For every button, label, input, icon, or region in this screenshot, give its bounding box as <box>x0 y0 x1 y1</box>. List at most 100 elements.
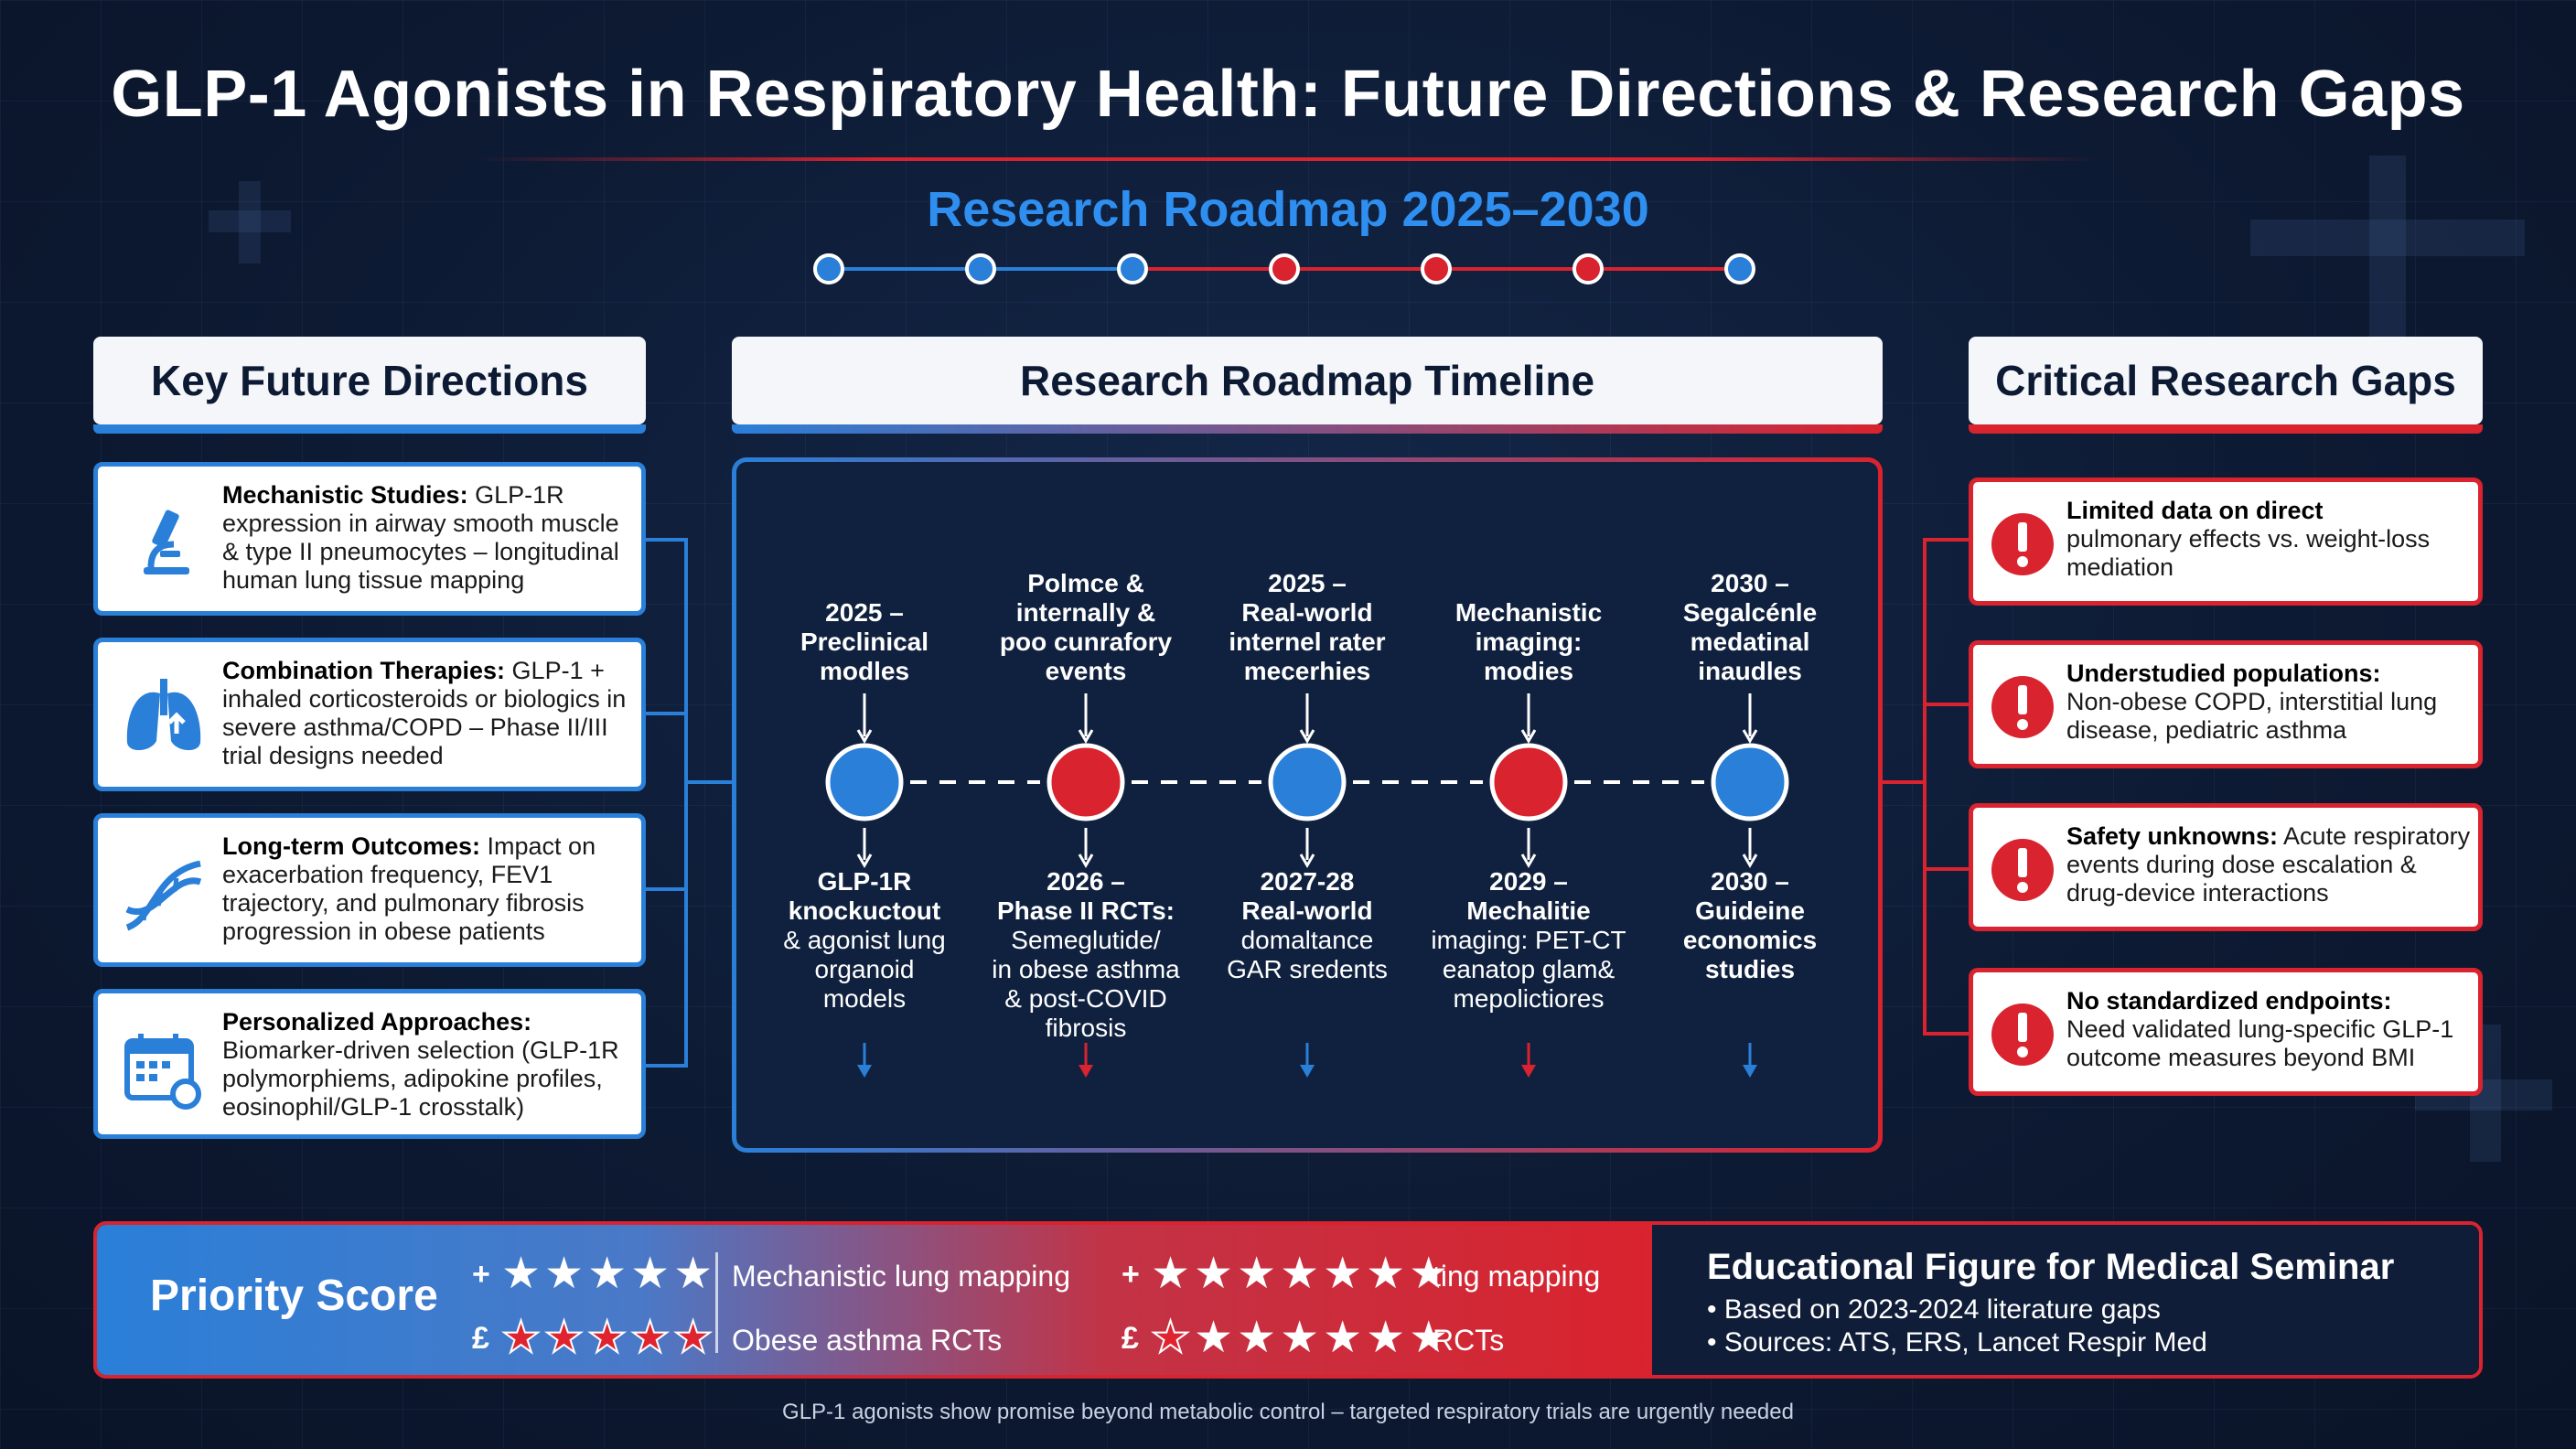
star-icon: ★ <box>543 1314 585 1362</box>
timeline-label-line: modles <box>819 657 910 685</box>
timeline-label-line: medatinal <box>1690 628 1810 656</box>
timeline-label-line: 2030 – <box>1711 867 1789 896</box>
priority-item-label: Mechanistic lung mapping <box>732 1260 1070 1293</box>
star-icon: ★ <box>544 1250 585 1298</box>
star-icon: ★ <box>1150 1314 1191 1362</box>
timeline-tail-arrowhead <box>1079 1065 1093 1078</box>
timeline-milestone <box>1046 743 1125 821</box>
timeline-label-line: Mechanistic <box>1454 598 1603 627</box>
timeline-label-line: knockuctout <box>788 896 941 925</box>
star-icon: ★ <box>587 1250 628 1298</box>
education-bullet: • Sources: ATS, ERS, Lancet Respir Med <box>1707 1327 2207 1358</box>
star-icon: ★ <box>629 1314 671 1362</box>
timeline-milestone <box>1711 743 1789 821</box>
star-icon: ★ <box>630 1250 671 1298</box>
timeline-arrowhead <box>1078 853 1094 868</box>
timeline-label-line: poo cunrafory <box>999 628 1173 656</box>
star-rating: +★★★★★ <box>472 1252 716 1296</box>
star-icon: ★ <box>673 1250 714 1298</box>
alert-icon <box>1991 513 2054 575</box>
timeline-label-line: 2027-28 <box>1260 867 1355 896</box>
star-prefix: + <box>1122 1256 1140 1292</box>
star-icon: ★ <box>1409 1314 1449 1362</box>
star-icon: ★ <box>1194 1314 1234 1362</box>
direction-text: Mechanistic Studies: GLP-1R expression i… <box>222 481 619 594</box>
gap-card-populations: Understudied populations:Non-obese COPD,… <box>1969 640 2483 768</box>
timeline-label-line: models <box>822 984 907 1013</box>
star-icon: ★ <box>1280 1250 1320 1298</box>
dna-icon <box>125 860 202 931</box>
timeline-label-line: Real-world <box>1241 598 1373 627</box>
star-rating: £★★★★★★★ <box>1122 1314 1452 1362</box>
decorative-plus <box>209 210 291 232</box>
education-title: Educational Figure for Medical Seminar <box>1707 1247 2395 1287</box>
timeline-label-line: 2029 – <box>1489 867 1568 896</box>
timeline-tail-arrowhead <box>1300 1065 1315 1078</box>
timeline-label-line: Segalcénle <box>1682 598 1818 627</box>
direction-text: Combination Therapies: GLP-1 + inhaled c… <box>222 657 627 769</box>
timeline-label-line: Semeglutide/ <box>1011 926 1161 954</box>
timeline-label-line: domaltance <box>1240 926 1374 954</box>
alert-icon <box>1991 1004 2054 1066</box>
priority-item-label: RCTs <box>1433 1324 1505 1357</box>
calendar-icon <box>124 1034 201 1110</box>
timeline-arrowhead <box>1078 729 1094 744</box>
roadmap-progress-track <box>813 253 1755 284</box>
timeline-label-line: Phase II RCTs: <box>997 896 1175 925</box>
gap-text: Understudied populations:Non-obese COPD,… <box>2066 660 2438 744</box>
timeline-label-line: in obese asthma <box>992 955 1180 983</box>
timeline-label-line: Preclinical <box>800 628 929 656</box>
timeline-arrowhead <box>1742 729 1758 744</box>
lungs-icon <box>126 679 201 751</box>
direction-card-combination: Combination Therapies: GLP-1 + inhaled c… <box>93 638 646 791</box>
alert-icon <box>1991 676 2054 738</box>
timeline-label-line: Mechalitie <box>1466 896 1591 925</box>
footer-caption: GLP-1 agonists show promise beyond metab… <box>782 1400 1794 1424</box>
timeline-label-line: & post-COVID <box>1004 984 1167 1013</box>
progress-dot <box>1117 253 1148 284</box>
star-prefix: £ <box>1122 1320 1139 1356</box>
roadmap-subtitle: Research Roadmap 2025–2030 <box>927 182 1649 237</box>
timeline-label-line: Polmce & <box>1027 569 1144 597</box>
timeline-milestone <box>1268 743 1347 821</box>
priority-divider <box>715 1252 718 1353</box>
star-icon: ★ <box>672 1314 714 1362</box>
timeline-label-line: 2025 – <box>1268 569 1347 597</box>
timeline-arrowhead <box>1520 729 1537 744</box>
priority-item-label: ting mapping <box>1433 1260 1601 1293</box>
timeline-tail-arrowhead <box>1743 1065 1757 1078</box>
timeline-label-line: events <box>1045 657 1127 685</box>
section-header-gaps: Critical Research Gaps <box>1969 337 2483 434</box>
star-icon: ★ <box>1323 1250 1363 1298</box>
timeline-label-bottom: 2026 –Phase II RCTs:Semeglutide/in obese… <box>976 867 1196 1043</box>
timeline-arrowhead <box>1299 853 1315 868</box>
section-header-timeline: Research Roadmap Timeline <box>732 337 1883 434</box>
star-prefix: + <box>472 1256 490 1292</box>
progress-dot <box>813 253 844 284</box>
timeline-graphic <box>825 693 1789 1078</box>
star-icon: ★ <box>1151 1250 1191 1298</box>
timeline-label-line: imaging: PET-CT <box>1431 926 1626 954</box>
star-icon: ★ <box>1194 1250 1234 1298</box>
progress-dot <box>1572 253 1604 284</box>
star-icon: ★ <box>500 1314 542 1362</box>
priority-score-bar: Priority Score +★★★★★Mechanistic lung ma… <box>93 1221 2483 1379</box>
timeline-milestone <box>1489 743 1568 821</box>
star-icon: ★ <box>1237 1250 1277 1298</box>
decorative-plus <box>2369 156 2406 338</box>
timeline-arrowhead <box>856 853 873 868</box>
timeline-label-line: internally & <box>1015 598 1156 627</box>
direction-card-mechanistic: Mechanistic Studies: GLP-1R expression i… <box>93 462 646 616</box>
priority-item-label: Obese asthma RCTs <box>732 1324 1003 1357</box>
direction-card-long-term: Long-term Outcomes: Impact on exacerbati… <box>93 813 646 967</box>
page-title: GLP-1 Agonists in Respiratory Health: Fu… <box>111 58 2465 131</box>
star-icon: ★ <box>586 1314 628 1362</box>
progress-dot <box>1724 253 1755 284</box>
timeline-label-line: 2025 – <box>825 598 904 627</box>
timeline-label-line: inaudles <box>1698 657 1802 685</box>
education-panel: Educational Figure for Medical Seminar •… <box>1652 1225 2479 1375</box>
